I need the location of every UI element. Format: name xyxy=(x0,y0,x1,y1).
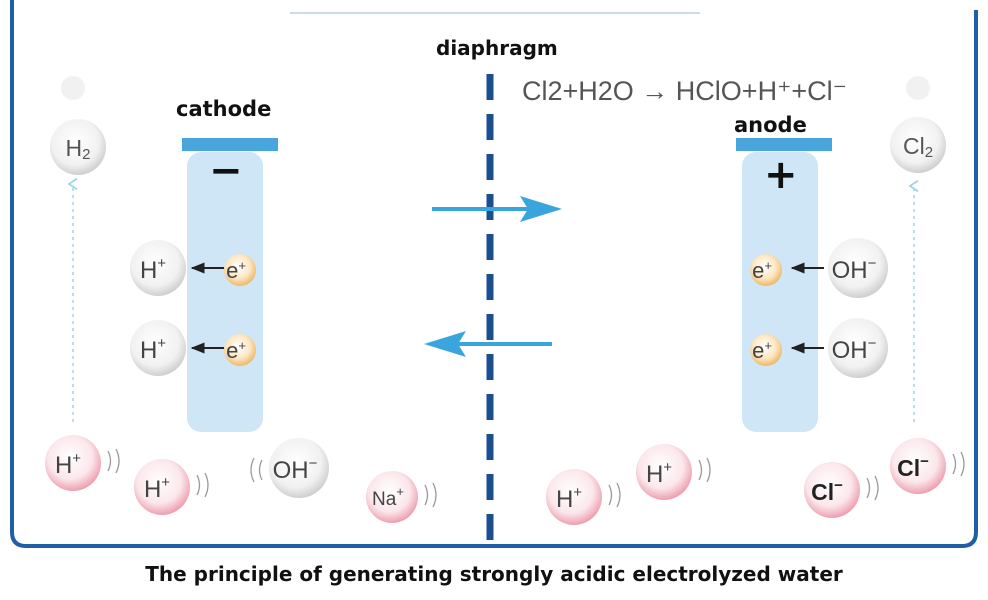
ion-h-plus-bottom-2: H+ xyxy=(134,459,209,515)
svg-text:H2: H2 xyxy=(66,135,91,163)
ion-h-plus-bottom-1: H+ xyxy=(45,435,120,491)
flow-arrow-right xyxy=(432,196,562,222)
cathode-plate xyxy=(182,138,278,151)
ion-oh-minus-bottom: OH− xyxy=(250,438,329,498)
svg-text:e+: e+ xyxy=(752,338,772,363)
anode-plate xyxy=(736,138,832,151)
anode-sign: + xyxy=(764,152,798,198)
svg-text:Cl−: Cl− xyxy=(811,477,843,505)
svg-text:H+: H+ xyxy=(140,335,166,364)
flow-arrow-left xyxy=(424,331,552,357)
ion-cl-minus-bottom-1: Cl− xyxy=(804,462,879,518)
svg-text:H+: H+ xyxy=(556,484,582,513)
cathode-sign: − xyxy=(209,148,243,194)
anode-reaction-2: e+ OH− xyxy=(750,318,888,378)
ion-h-plus-bottom-4: H+ xyxy=(636,444,711,500)
svg-text:e+: e+ xyxy=(226,338,246,363)
svg-text:OH−: OH− xyxy=(832,335,877,364)
svg-text:e+: e+ xyxy=(226,258,246,283)
svg-text:Na+: Na+ xyxy=(372,484,404,510)
svg-text:Cl2: Cl2 xyxy=(903,133,933,161)
container-outline xyxy=(10,0,978,548)
svg-text:OH−: OH− xyxy=(832,255,877,284)
cathode-reaction-2: H+ e+ xyxy=(130,320,256,376)
svg-text:e+: e+ xyxy=(752,258,772,283)
diaphragm-label: diaphragm xyxy=(436,36,558,60)
svg-text:Cl−: Cl− xyxy=(897,453,929,481)
h2-bubble: H2 xyxy=(50,76,106,175)
ion-h-plus-bottom-3: H+ xyxy=(546,469,621,525)
cathode-label: cathode xyxy=(176,97,272,121)
svg-text:H+: H+ xyxy=(140,255,166,284)
svg-text:H+: H+ xyxy=(144,474,170,503)
cathode-tube xyxy=(187,152,263,432)
cathode-reaction-1: H+ e+ xyxy=(130,240,256,296)
cl2-bubble: Cl2 xyxy=(890,76,946,173)
reaction-equation: Cl2+H2O → HClO+H⁺+Cl⁻ xyxy=(522,76,847,106)
ion-cl-minus-bottom-2: Cl− xyxy=(890,438,965,494)
figure-caption: The principle of generating strongly aci… xyxy=(145,562,843,586)
anode-label: anode xyxy=(734,113,807,137)
ion-na-plus-bottom: Na+ xyxy=(366,471,437,523)
anode-reaction-1: e+ OH− xyxy=(750,238,888,298)
svg-text:H+: H+ xyxy=(55,450,81,479)
svg-text:OH−: OH− xyxy=(273,455,318,484)
svg-text:H+: H+ xyxy=(646,459,672,488)
